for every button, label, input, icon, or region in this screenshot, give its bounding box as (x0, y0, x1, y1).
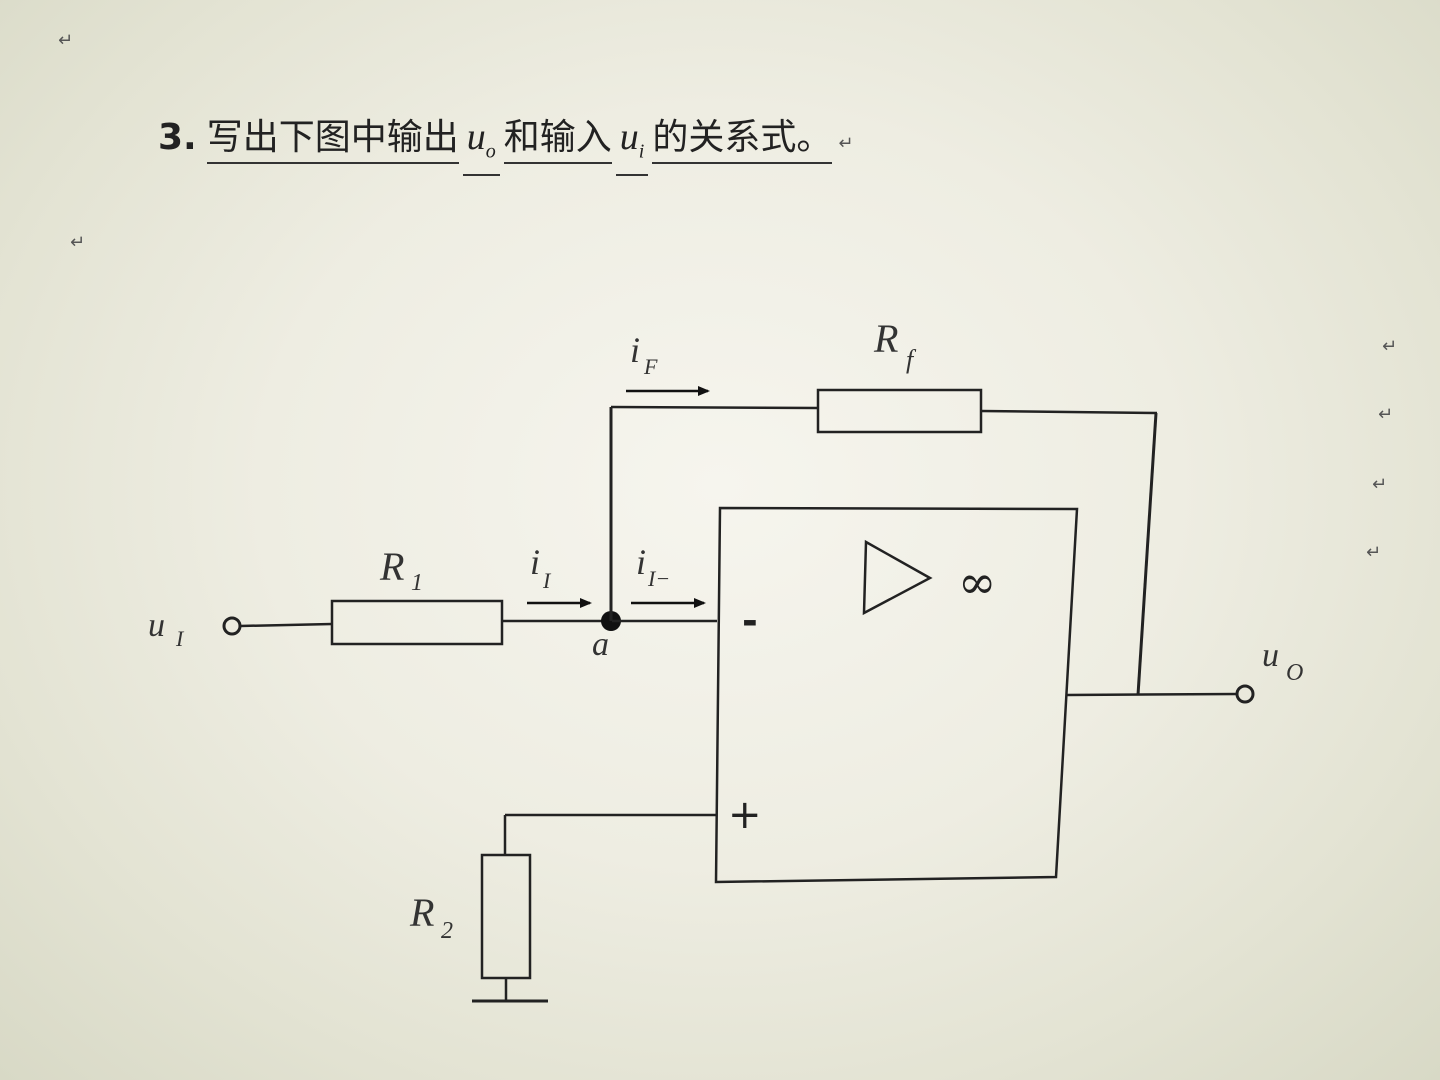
output-terminal (1235, 684, 1255, 704)
current-iminus-label: i (636, 542, 646, 582)
input-variable-symbol: u (619, 116, 639, 158)
input-variable: ui (615, 115, 649, 176)
resistor-r2 (480, 853, 532, 980)
r2-label: R (409, 890, 434, 935)
amplifier-triangle-icon (862, 539, 933, 616)
feedback-top-wire (610, 405, 819, 410)
inverting-input-sign: - (742, 599, 758, 643)
input-variable-subscript: i (638, 140, 645, 163)
paragraph-mark: ↵ (838, 133, 854, 154)
r2-label-subscript: 2 (441, 918, 453, 944)
question-text-part2: 和输入 (503, 108, 612, 164)
output-variable-symbol: u (466, 116, 486, 158)
resistor-rf (816, 388, 983, 434)
non-inverting-input-sign: + (728, 792, 762, 838)
current-if-subscript: F (643, 354, 658, 379)
output-variable: uo (462, 115, 500, 176)
paragraph-mark: ↵ (70, 232, 86, 253)
question-number: 3. (158, 117, 197, 158)
rf-label-subscript: f (906, 345, 917, 374)
paragraph-mark: ↵ (1372, 474, 1388, 495)
current-if-label: i (630, 330, 640, 370)
paragraph-mark: ↵ (58, 30, 74, 51)
rf-label: R (873, 316, 898, 361)
paragraph-mark: ↵ (1382, 336, 1398, 357)
question-text-part3: 的关系式。 (652, 108, 833, 164)
output-wire (1065, 692, 1239, 697)
input-terminal (222, 616, 242, 636)
current-i1-label: i (530, 542, 540, 582)
r1-label: R (379, 544, 404, 589)
r1-label-subscript: 1 (411, 570, 423, 596)
node-a-label: a (592, 626, 609, 663)
rf-to-output-wire (980, 409, 1158, 415)
input-label-subscript: I (175, 626, 185, 651)
question-text: 3. 写出下图中输出 uo 和输入 ui 的关系式。 ↵ (158, 108, 853, 176)
question-text-part1: 写出下图中输出 (206, 108, 459, 164)
feedback-right-vertical-wire (1136, 412, 1158, 696)
output-label: u (1262, 637, 1279, 674)
resistor-r1 (330, 599, 504, 646)
input-label: u (148, 607, 165, 644)
paragraph-mark: ↵ (1378, 404, 1394, 425)
infinity-gain-symbol: ∞ (958, 555, 996, 609)
current-iminus-subscript: I− (647, 566, 670, 591)
op-amp-box (714, 506, 1079, 884)
output-label-subscript: O (1286, 660, 1303, 686)
input-wire (239, 622, 333, 628)
paragraph-mark: ↵ (1366, 542, 1382, 563)
current-i1-subscript: I (542, 568, 552, 593)
output-variable-subscript: o (485, 140, 496, 163)
